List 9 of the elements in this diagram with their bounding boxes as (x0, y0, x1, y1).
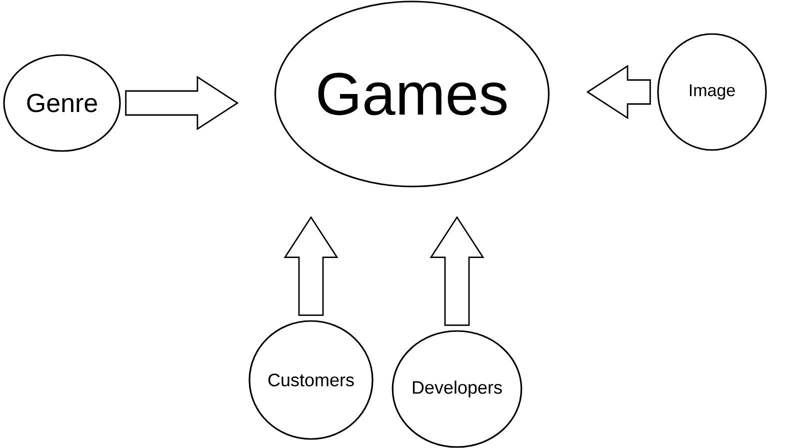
block-arrow (284, 216, 338, 316)
ellipse-node: Genre (3, 54, 121, 152)
ellipse-node: Games (274, 0, 550, 188)
ellipse-node: Image (657, 33, 767, 151)
ellipse-node: Customers (248, 320, 374, 440)
ellipse-node: Developers (392, 330, 522, 448)
block-arrow (125, 76, 239, 130)
block-arrow (430, 216, 484, 326)
block-arrow (586, 64, 651, 120)
